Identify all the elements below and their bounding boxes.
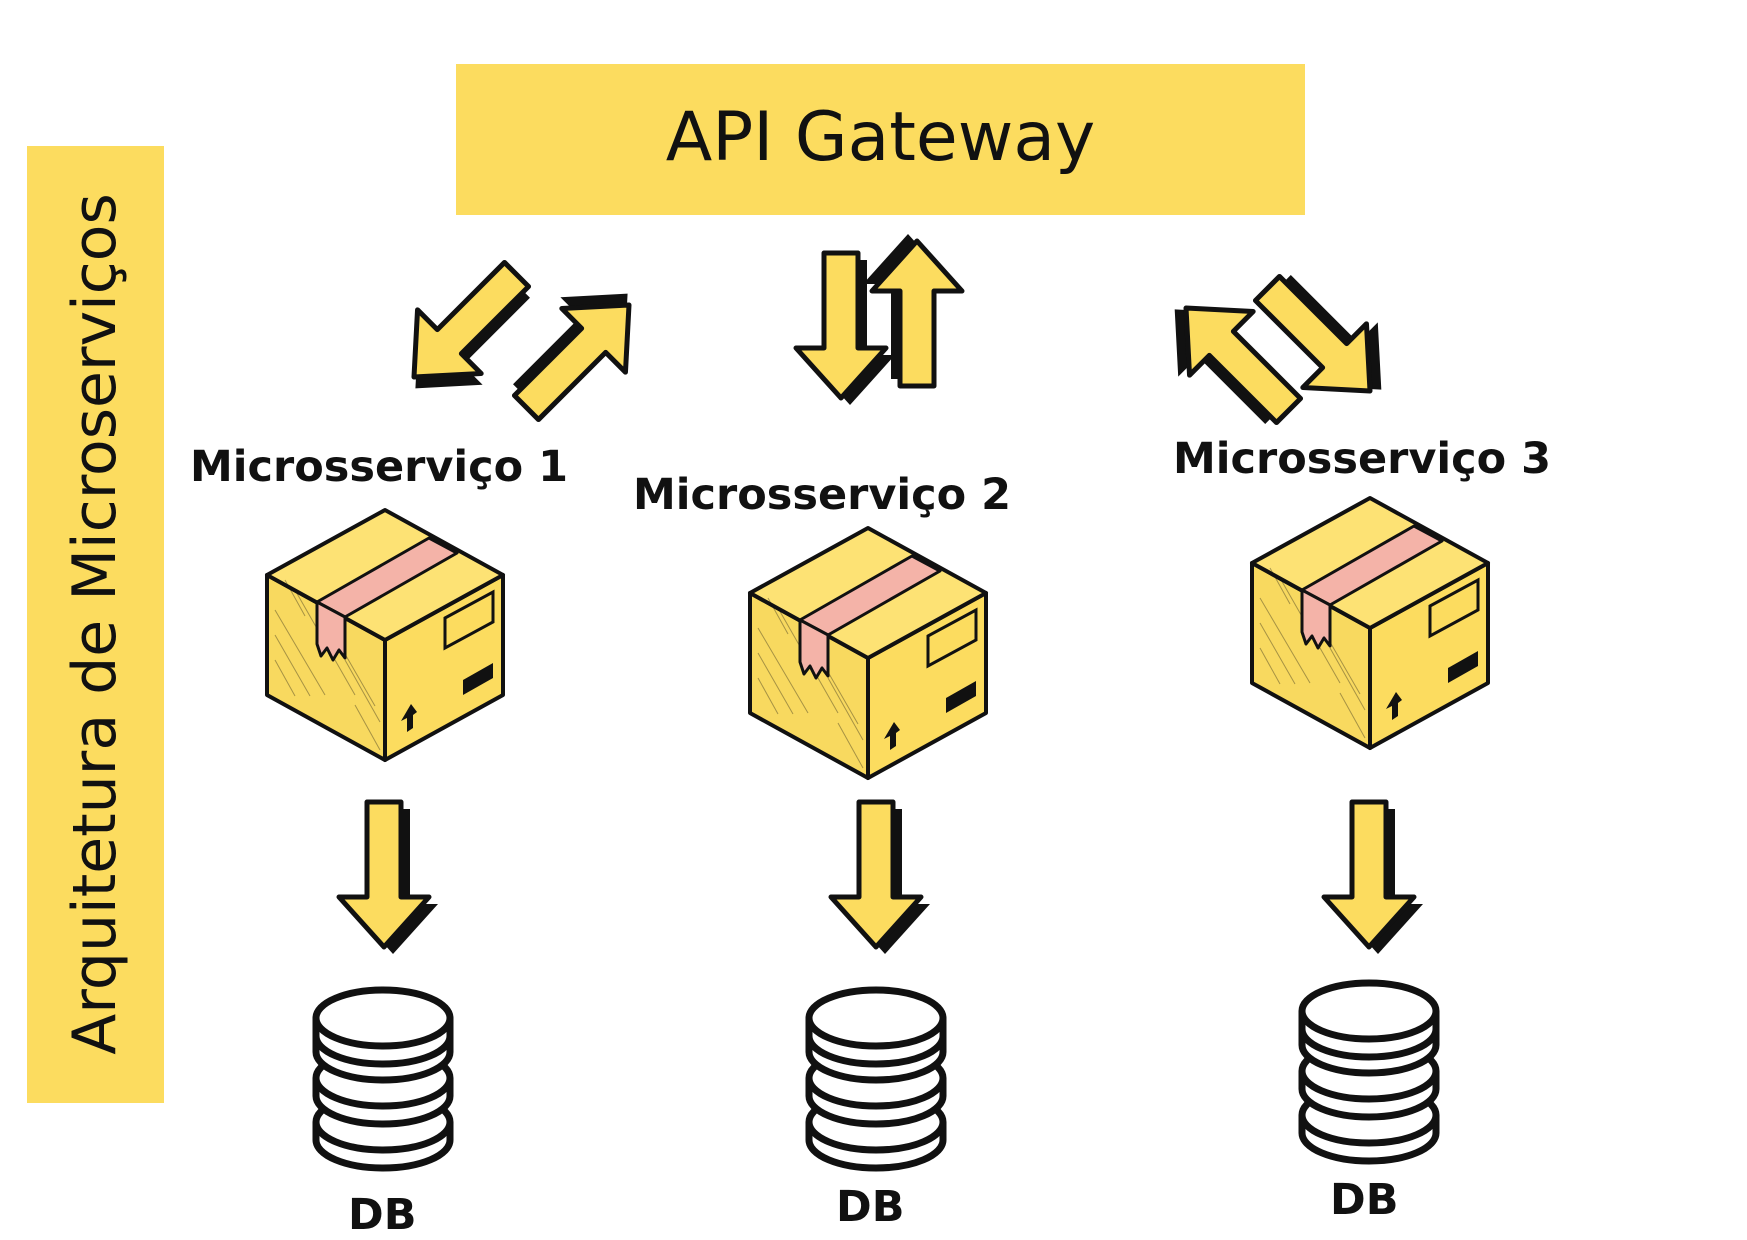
db-label-3: DB — [1330, 1175, 1399, 1225]
box-icon — [1250, 496, 1490, 750]
box-icon — [748, 526, 988, 780]
db-label-1: DB — [348, 1190, 417, 1240]
arrow-icon — [339, 802, 438, 954]
box-icon — [265, 508, 505, 762]
arrow-icon — [1324, 802, 1423, 954]
arrow-icon — [831, 802, 930, 954]
service-label-2: Microsserviço 2 — [633, 470, 1012, 520]
service-label-3: Microsserviço 3 — [1173, 434, 1552, 484]
database-icon — [316, 990, 450, 1168]
database-icon — [809, 990, 943, 1168]
api-gateway-label: API Gateway — [665, 98, 1096, 177]
db-label-2: DB — [836, 1182, 905, 1232]
service-label-1: Microsserviço 1 — [190, 442, 569, 492]
database-icon — [1302, 983, 1436, 1161]
side-title-banner — [27, 146, 164, 1103]
api-gateway-box: API Gateway — [456, 64, 1305, 215]
